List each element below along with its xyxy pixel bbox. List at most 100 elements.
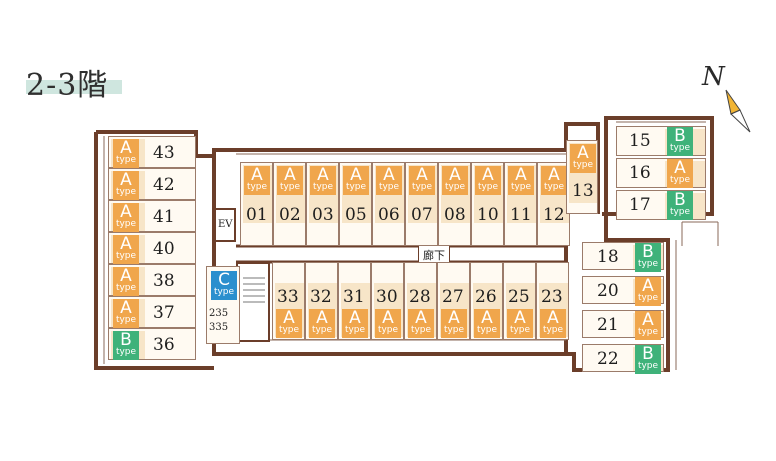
- room-number: 43: [153, 143, 175, 163]
- room-number: 02: [279, 205, 301, 225]
- badge-letter: A: [415, 308, 427, 328]
- badge-letter: A: [416, 165, 428, 185]
- badge-letter: A: [120, 266, 132, 286]
- badge-type-word: type: [477, 182, 499, 192]
- room-c-type[interactable]: C type 235 335: [206, 266, 240, 344]
- badge-type-word: type: [278, 325, 300, 335]
- badge-letter: A: [642, 310, 654, 330]
- room-number: 32: [310, 287, 332, 307]
- badge-letter: A: [120, 202, 132, 222]
- badge-type-word: type: [377, 325, 399, 335]
- badge-type-word: type: [378, 182, 400, 192]
- room-number: 36: [153, 335, 175, 355]
- badge-letter: B: [642, 344, 654, 364]
- badge-letter: A: [349, 308, 361, 328]
- elevator: EV: [214, 208, 236, 242]
- badge-type-word: type: [279, 182, 301, 192]
- badge-type-word: type: [115, 283, 137, 293]
- badge-letter: A: [674, 158, 686, 178]
- room-number: 15: [629, 131, 651, 151]
- compass-arrow-icon: [725, 89, 751, 133]
- badge-letter: A: [448, 308, 460, 328]
- title-highlight: [26, 80, 122, 94]
- room-number: 37: [153, 303, 175, 323]
- badge-type-word: type: [115, 219, 137, 229]
- badge-type-word: type: [345, 182, 367, 192]
- badge-type-word: type: [312, 182, 334, 192]
- badge-letter: A: [481, 308, 493, 328]
- room-number: 25: [508, 287, 530, 307]
- badge-type-word: type: [344, 325, 366, 335]
- badge-type-word: type: [542, 325, 564, 335]
- badge-letter: A: [283, 308, 295, 328]
- floor-title: 2-3階: [26, 60, 122, 103]
- badge-letter: A: [251, 165, 263, 185]
- badge-letter: A: [382, 308, 394, 328]
- badge-letter: A: [482, 165, 494, 185]
- type-badge-c: C type: [211, 271, 237, 300]
- badge-type-word: type: [115, 187, 137, 197]
- room-number: 07: [411, 205, 433, 225]
- room-number: 20: [597, 281, 619, 301]
- room-number: 21: [597, 315, 619, 335]
- stair-number-235: 235: [209, 308, 229, 319]
- room-number: 23: [541, 287, 563, 307]
- room-number: 16: [629, 163, 651, 183]
- badge-letter: A: [284, 165, 296, 185]
- badge-letter: A: [120, 298, 132, 318]
- corridor-label: 廊下: [423, 249, 445, 262]
- stairs-icon: [243, 277, 265, 303]
